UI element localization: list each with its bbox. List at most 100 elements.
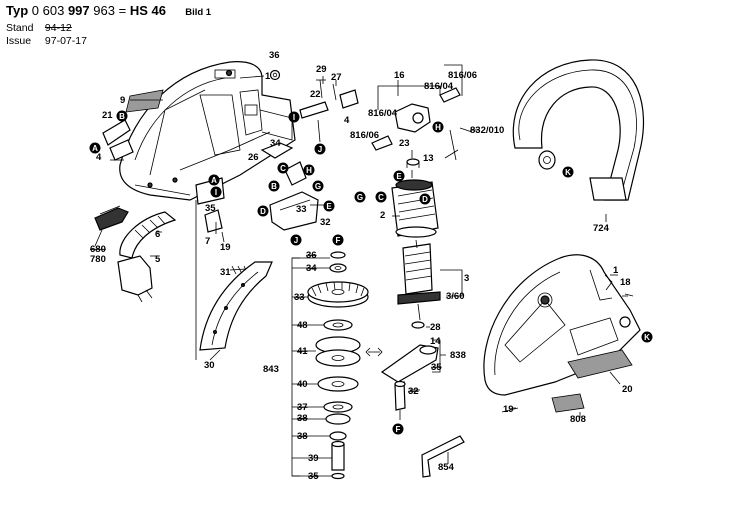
part-label: 35 [431, 362, 442, 373]
callout-h-mid: J [290, 234, 302, 246]
part-label: 30 [204, 360, 215, 371]
svg-text:I: I [215, 188, 217, 197]
svg-text:J: J [318, 145, 322, 154]
callout-g-right: H [432, 121, 444, 133]
washer-36 [269, 69, 281, 81]
part-label: 32 [408, 386, 419, 397]
svg-text:B: B [119, 112, 125, 121]
svg-text:K: K [565, 168, 571, 177]
svg-text:C: C [280, 164, 286, 173]
gear-stack-843 [307, 251, 369, 480]
part-label: 816/04 [368, 108, 398, 119]
part-label: 2 [380, 210, 385, 221]
label-808 [551, 393, 585, 413]
cable-sleeve-6 [119, 211, 177, 259]
part-label: 36 [269, 50, 280, 61]
svg-text:E: E [396, 172, 402, 181]
callout-d-right: D [419, 193, 431, 205]
svg-text:H: H [435, 123, 441, 132]
svg-text:C: C [378, 193, 384, 202]
callout-j-top: F [332, 234, 344, 246]
link-arm-838 [380, 344, 439, 383]
part-label: 38 [297, 413, 308, 424]
part-label: 22 [310, 89, 321, 100]
bracket-26 [260, 142, 294, 159]
svg-text:I: I [293, 113, 295, 122]
callout-c-right: C [375, 191, 387, 203]
part-label: 38 [297, 431, 308, 442]
rating-plate-20 [567, 349, 633, 379]
part-label: 816/06 [350, 130, 379, 141]
part-label: 26 [248, 152, 259, 163]
callout-b-mid: B [268, 180, 280, 192]
blade-guard-30 [199, 261, 273, 351]
svg-text:D: D [422, 195, 428, 204]
part-label: 843 [263, 364, 279, 375]
part-label: 35 [308, 471, 319, 482]
part-label: 5 [155, 254, 161, 265]
model-name: HS 46 [129, 3, 166, 18]
part-label: 36 [306, 250, 317, 261]
typ-number-bold: 997 [67, 3, 90, 18]
part-label: 3 [464, 273, 469, 284]
callout-g-mid: H [303, 164, 315, 176]
part-label: 4 [344, 115, 350, 126]
loop-handle-724 [512, 59, 645, 201]
part-label: 33 [296, 204, 307, 215]
callout-h-top: J [314, 143, 326, 155]
svg-text:J: J [294, 236, 298, 245]
callout-markers: A B I J C H B G D E J A I H E G C D F F … [89, 110, 653, 435]
part-label: 48 [297, 320, 308, 331]
issue-value: 97-07-17 [44, 35, 87, 47]
switch-lever-21 [102, 119, 131, 146]
callout-d-mid: D [257, 205, 269, 217]
callout-k-housing: K [641, 331, 653, 343]
part-labels: 36 29 27 1 9 16 816/06 816/04 22 816/04 … [90, 50, 633, 482]
switch-assembly-16 [371, 87, 473, 161]
typ-number-prefix: 0 603 [31, 3, 65, 18]
part-label: 21 [102, 110, 113, 121]
part-label: 35 [205, 203, 216, 214]
part-label: 838 [450, 350, 466, 361]
svg-text:F: F [336, 236, 341, 245]
part-label: 854 [438, 462, 455, 473]
bearing-13 [406, 158, 420, 166]
part-label: 29 [316, 64, 327, 75]
svg-text:E: E [326, 202, 332, 211]
part-label: 780 [90, 254, 106, 265]
callout-f-mid: G [312, 180, 324, 192]
type-line: Typ 0 603 997 963 = HS 46 Bild 1 [6, 3, 211, 18]
screw-19 [501, 407, 519, 413]
svg-text:H: H [306, 166, 312, 175]
typ-number-suffix: 963 [93, 3, 115, 18]
part-label: 6 [155, 229, 160, 240]
rating-plate-9 [125, 89, 164, 113]
equals-sign: = [118, 3, 127, 18]
part-label: 3/60 [446, 291, 465, 302]
housing-half-left [119, 61, 296, 201]
callout-f-right: G [354, 191, 366, 203]
svg-text:A: A [211, 176, 217, 185]
part-label: 816/06 [448, 70, 477, 81]
part-label: 37 [297, 402, 308, 413]
part-label: 816/04 [424, 81, 454, 92]
part-label: 9 [120, 95, 125, 106]
part-label: 1 [265, 71, 271, 82]
issue-label: Issue [6, 35, 32, 47]
part-label: 13 [423, 153, 434, 164]
part-label: 16 [394, 70, 405, 81]
part-label: 832/010 [470, 125, 504, 136]
mains-plug-5 [117, 255, 153, 296]
part-label: 14 [430, 336, 441, 347]
armature-3 [397, 239, 441, 329]
brush-holder-32 [269, 191, 319, 231]
field-stator-2 [391, 179, 439, 238]
typ-label: Typ [6, 3, 29, 18]
stand-label: Stand [6, 22, 34, 34]
hex-key-854 [421, 435, 465, 478]
svg-text:G: G [357, 193, 363, 202]
callout-a-top: A [89, 142, 101, 154]
part-label: 4 [96, 152, 102, 163]
